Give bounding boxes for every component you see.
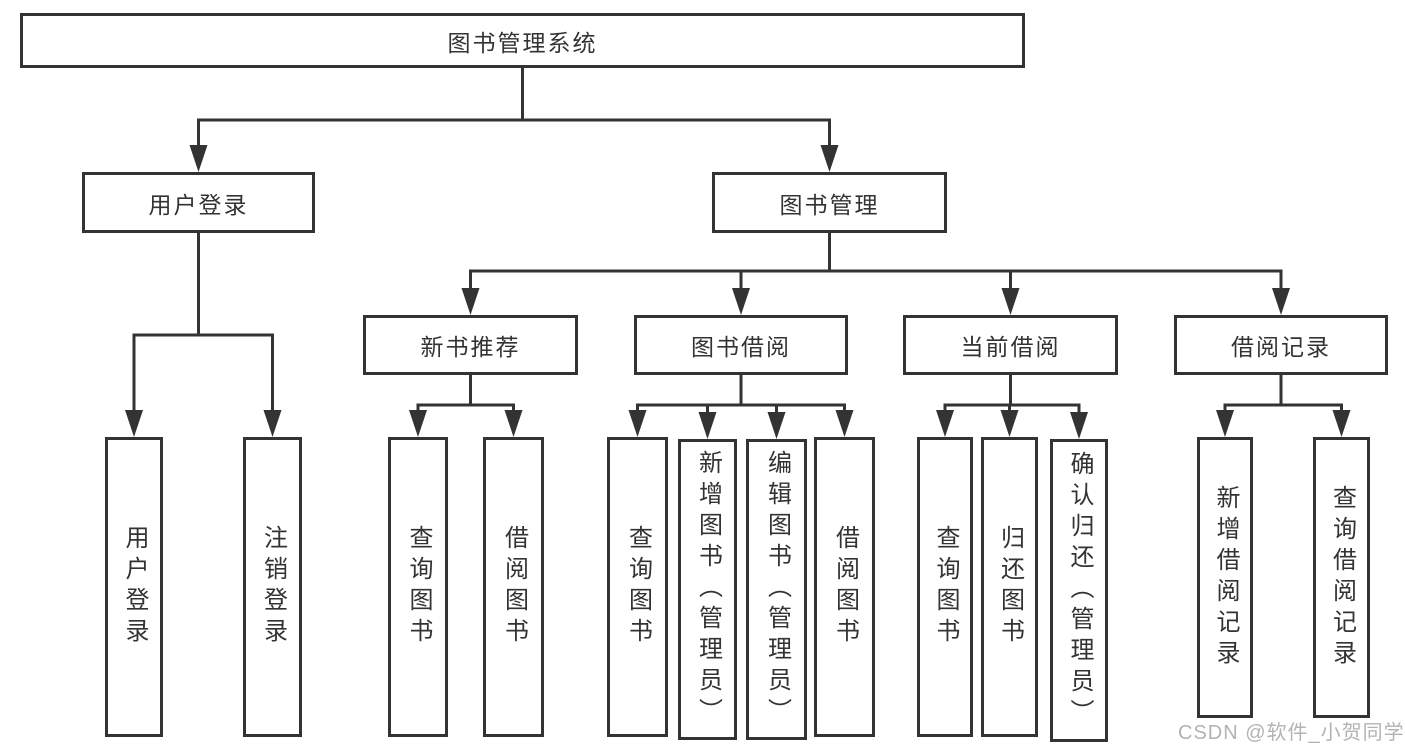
csdn-watermark: CSDN @软件_小贺同学 [1178, 722, 1405, 744]
node-return-books: 归还图书 [981, 437, 1038, 737]
node-book-borrowing: 图书借阅 [634, 315, 848, 375]
node-borrow-books-1: 借阅图书 [483, 437, 544, 737]
node-logout: 注销登录 [243, 437, 302, 737]
node-book-management: 图书管理 [712, 172, 947, 233]
node-query-books-2: 查询图书 [607, 437, 668, 737]
node-query-books-1: 查询图书 [388, 437, 448, 737]
arrowhead-icon [835, 410, 854, 437]
node-label: 图书借阅 [691, 334, 791, 360]
node-label: 归还图书 [996, 525, 1024, 649]
node-library-system: 图书管理系统 [20, 13, 1025, 68]
node-label: 确认归还（管理员） [1066, 451, 1093, 730]
arrowhead-icon [409, 410, 427, 437]
node-add-book-admin: 新增图书（管理员） [678, 439, 737, 740]
arrowhead-icon [1000, 410, 1019, 437]
node-confirm-return-admin: 确认归还（管理员） [1050, 439, 1108, 742]
arrowhead-icon [263, 410, 282, 437]
arrowhead-icon [732, 288, 750, 315]
node-edit-book-admin: 编辑图书（管理员） [746, 439, 807, 740]
node-label: 编辑图书（管理员） [763, 450, 791, 729]
node-borrow-books-2: 借阅图书 [814, 437, 875, 737]
node-label: 查询图书 [932, 525, 959, 649]
arrowhead-icon [1332, 410, 1351, 437]
node-label: 查询借阅记录 [1328, 484, 1356, 671]
node-label: 新书推荐 [420, 334, 521, 360]
node-label: 图书管理 [779, 191, 880, 218]
node-label: 新增图书（管理员） [694, 450, 722, 729]
arrowhead-icon [628, 410, 647, 437]
arrowhead-icon [698, 412, 717, 439]
arrowhead-icon [1070, 412, 1088, 439]
node-add-borrow-record: 新增借阅记录 [1197, 437, 1253, 718]
node-query-books-3: 查询图书 [917, 437, 973, 737]
node-user-login-action: 用户登录 [105, 437, 163, 737]
node-label: 用户登录 [121, 525, 148, 649]
node-label: 新增借阅记录 [1212, 484, 1239, 671]
arrowhead-icon [936, 410, 954, 437]
arrowhead-icon [125, 410, 143, 437]
node-label: 借阅图书 [500, 525, 528, 649]
node-label: 注销登录 [259, 525, 287, 649]
arrowhead-icon [820, 145, 839, 172]
arrowhead-icon [1216, 410, 1234, 437]
node-label: 图书管理系统 [447, 29, 598, 56]
node-label: 查询图书 [624, 525, 652, 649]
node-label: 借阅图书 [831, 525, 859, 649]
arrowhead-icon [461, 288, 480, 315]
arrowhead-icon [504, 410, 523, 437]
node-new-book-recommend: 新书推荐 [363, 315, 578, 375]
arrowhead-icon [1001, 288, 1020, 315]
arrowhead-icon [1272, 288, 1290, 315]
node-query-borrow-record: 查询借阅记录 [1313, 437, 1370, 718]
arrowhead-icon [767, 412, 786, 439]
node-label: 用户登录 [148, 191, 249, 218]
node-label: 查询图书 [405, 525, 432, 649]
node-borrowing-records: 借阅记录 [1174, 315, 1388, 375]
node-label: 当前借阅 [960, 334, 1061, 360]
node-label: 借阅记录 [1231, 334, 1331, 360]
node-current-borrowing: 当前借阅 [903, 315, 1118, 375]
arrowhead-icon [189, 145, 208, 172]
node-user-login: 用户登录 [82, 172, 315, 233]
